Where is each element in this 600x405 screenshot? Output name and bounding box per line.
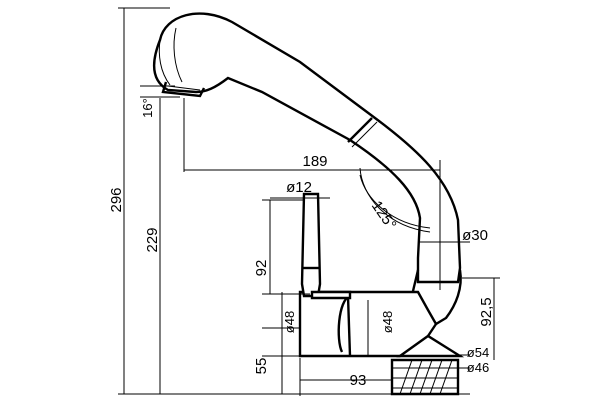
head-joint-ring-2 [351,121,378,148]
spray-nozzle [161,81,206,98]
dim-total-height: 296 [108,187,125,212]
base-hatch [399,359,453,395]
dim-angle-tilt: 16° [140,98,155,118]
dim-base-width: 93 [350,372,367,389]
dim-handle-diameter: ø12 [286,179,312,196]
spray-nozzle-hatch [167,85,201,91]
body-joint [346,295,352,357]
dim-body-height: 92,5 [478,297,495,326]
dim-base-diameter-outer: ø54 [467,345,489,360]
dim-angle-arc: 125° [368,198,400,233]
spray-face [158,27,183,86]
faucet-outline [153,12,465,396]
head-joint-ring [347,117,373,143]
dim-spout-diameter: ø30 [462,227,488,244]
dim-handle-height: 92 [253,260,270,277]
dim-base-diameter-inner: ø46 [467,360,489,375]
base-cone [396,334,465,358]
dimension-lines [118,7,500,396]
dim-body-diameter-left: ø48 [282,311,297,333]
dim-body-diameter-center: ø48 [380,311,395,333]
dim-reach: 189 [302,153,327,170]
spray-head [153,12,462,284]
dim-spout-height: 229 [144,227,161,252]
handle-collar [310,290,352,300]
dim-base-height: 55 [253,358,270,375]
lever-handle [300,192,322,298]
